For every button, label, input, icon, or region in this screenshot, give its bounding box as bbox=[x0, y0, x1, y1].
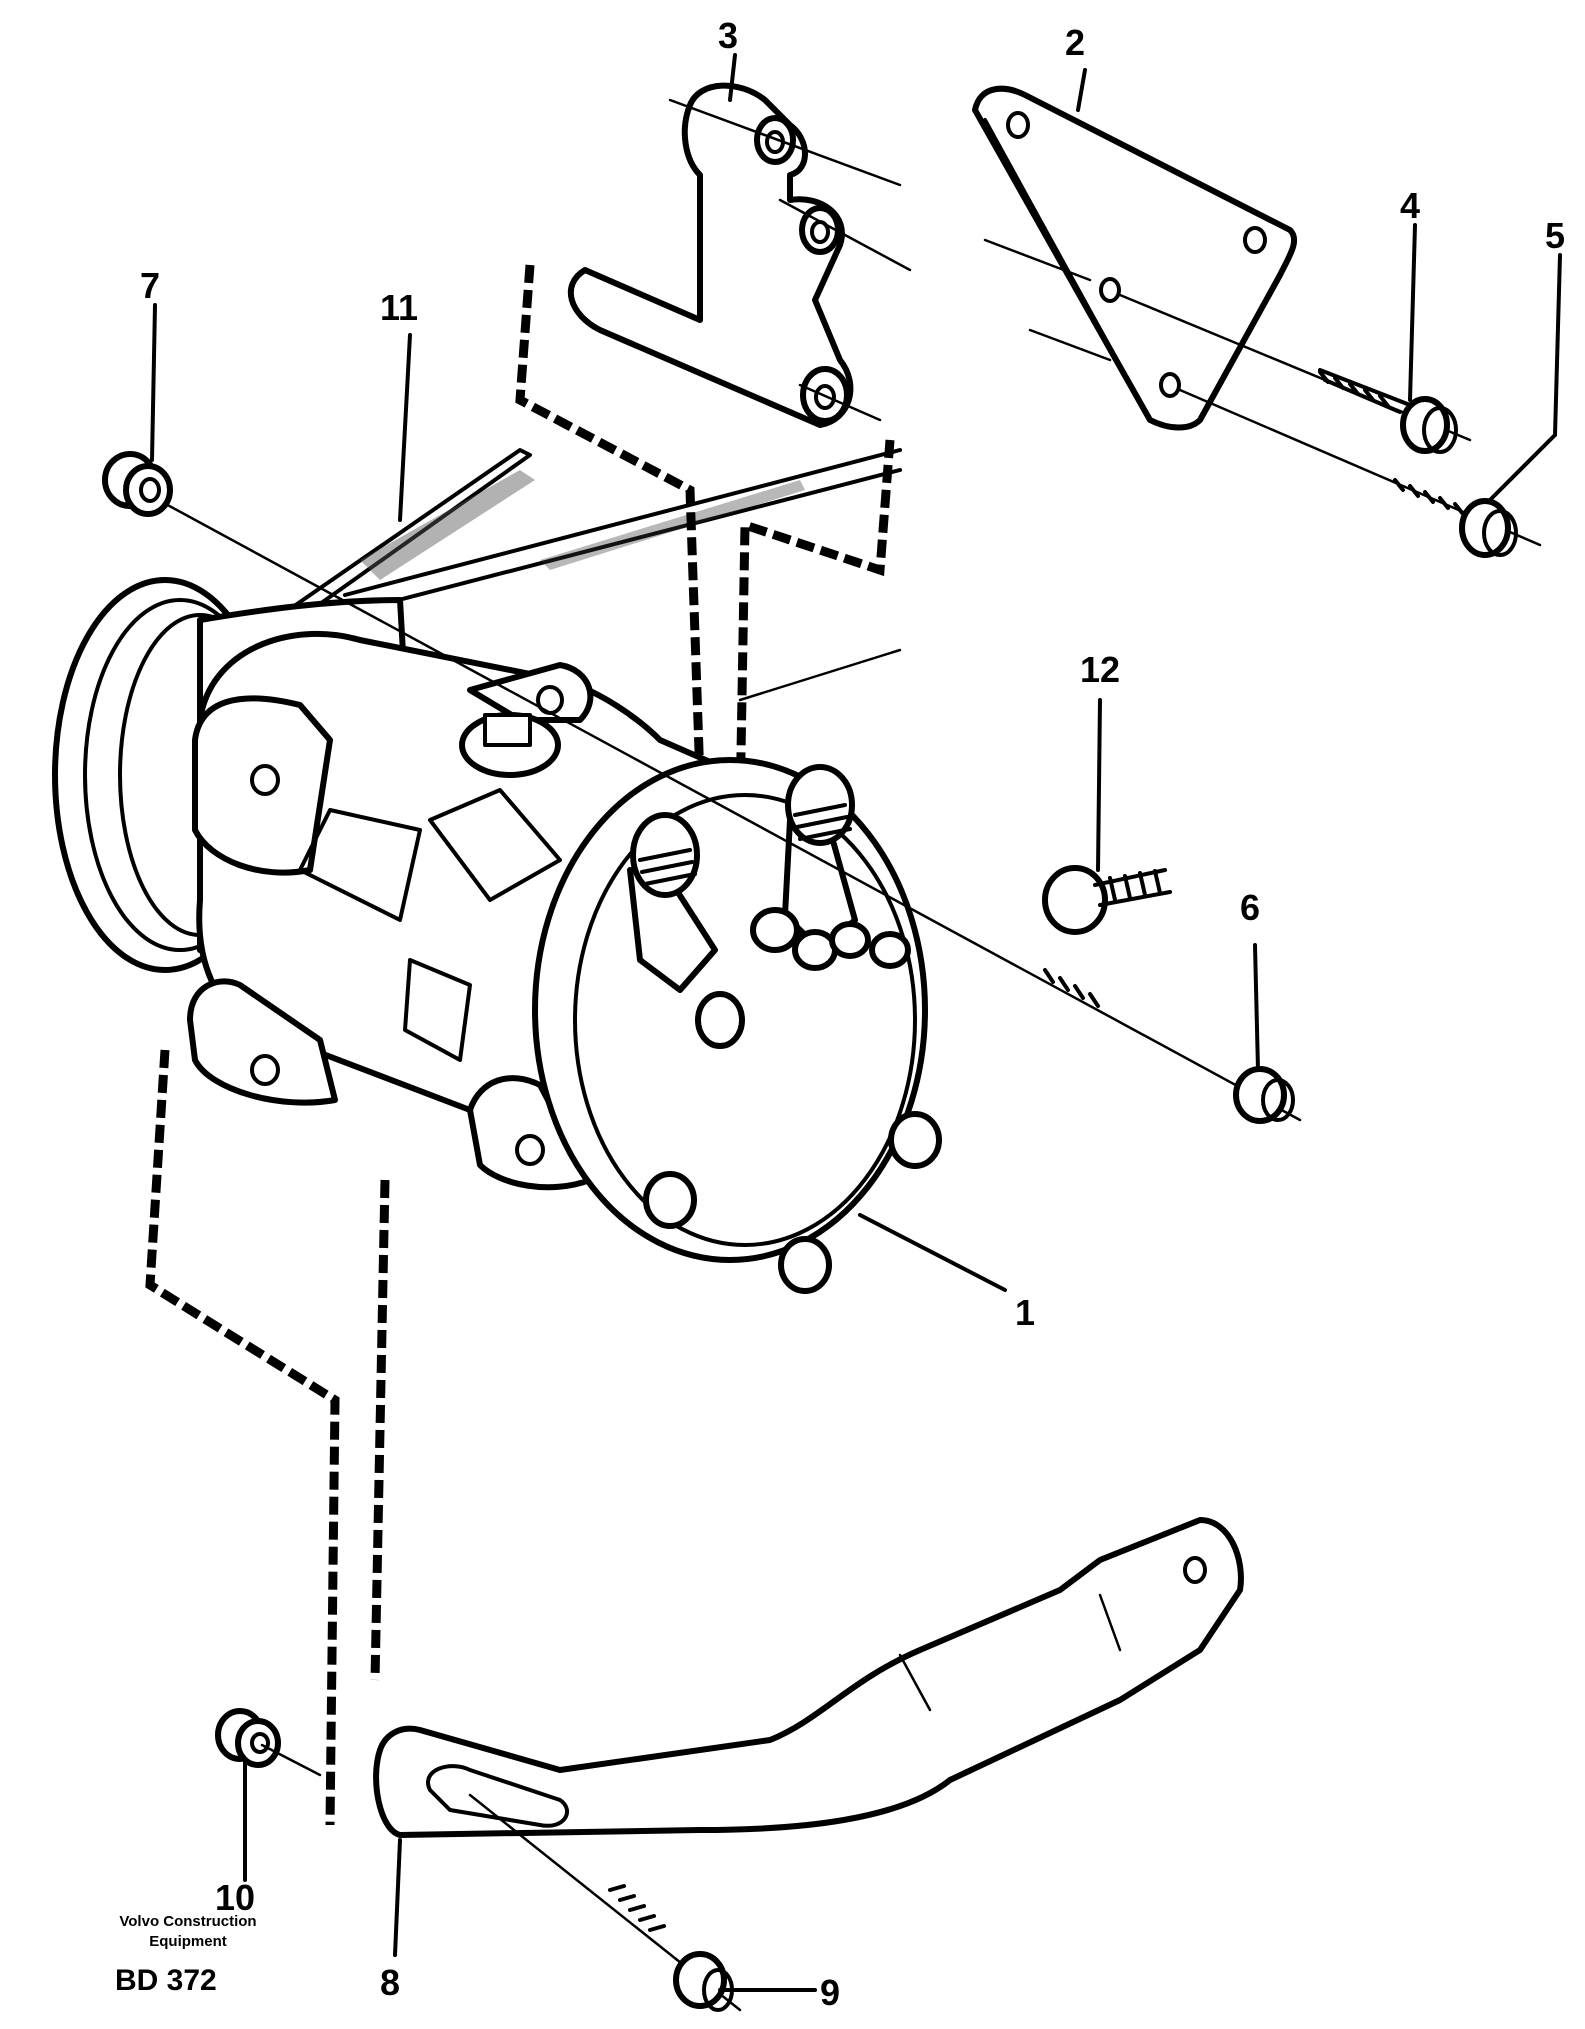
callout-8: 8 bbox=[380, 1962, 400, 2003]
ac-compressor-part-1 bbox=[52, 488, 1302, 1294]
nut-part-7 bbox=[102, 451, 173, 517]
drive-belt-part-11 bbox=[243, 448, 902, 702]
callout-10: 10 bbox=[215, 1877, 255, 1918]
callout-4: 4 bbox=[1400, 185, 1420, 226]
callout-11: 11 bbox=[380, 287, 418, 328]
leader-lines bbox=[150, 53, 1562, 1992]
bolt-part-6 bbox=[1043, 968, 1295, 1124]
callout-6: 6 bbox=[1240, 887, 1260, 928]
assembly-dashed-lines bbox=[145, 264, 895, 1826]
publisher-subtitle: Equipment bbox=[149, 1933, 227, 1950]
bolt-part-4 bbox=[1118, 293, 1472, 454]
callout-5: 5 bbox=[1545, 215, 1565, 256]
callout-labels: 1 2 3 4 5 6 7 8 9 10 11 12 bbox=[140, 15, 1565, 2013]
bolt-part-12 bbox=[1042, 865, 1172, 935]
adjustment-arm-part-8 bbox=[373, 1517, 1244, 1838]
publisher-name: Volvo Construction bbox=[119, 1913, 256, 1930]
publisher-footer: Volvo Construction Equipment BD 372 bbox=[115, 1913, 257, 1997]
callout-12: 12 bbox=[1080, 649, 1120, 690]
callout-1: 1 bbox=[1015, 1292, 1035, 1333]
plate-bracket-part-2 bbox=[972, 85, 1298, 431]
bolt-part-9 bbox=[468, 1793, 742, 2012]
drawing-code: BD 372 bbox=[115, 1964, 217, 1997]
callout-2: 2 bbox=[1065, 22, 1085, 63]
nut-part-10 bbox=[215, 1708, 322, 1777]
link-bracket-part-3 bbox=[567, 82, 912, 428]
callout-3: 3 bbox=[718, 15, 738, 56]
callout-7: 7 bbox=[140, 265, 160, 306]
bolt-part-5 bbox=[1178, 388, 1542, 558]
callout-9: 9 bbox=[820, 1972, 840, 2013]
